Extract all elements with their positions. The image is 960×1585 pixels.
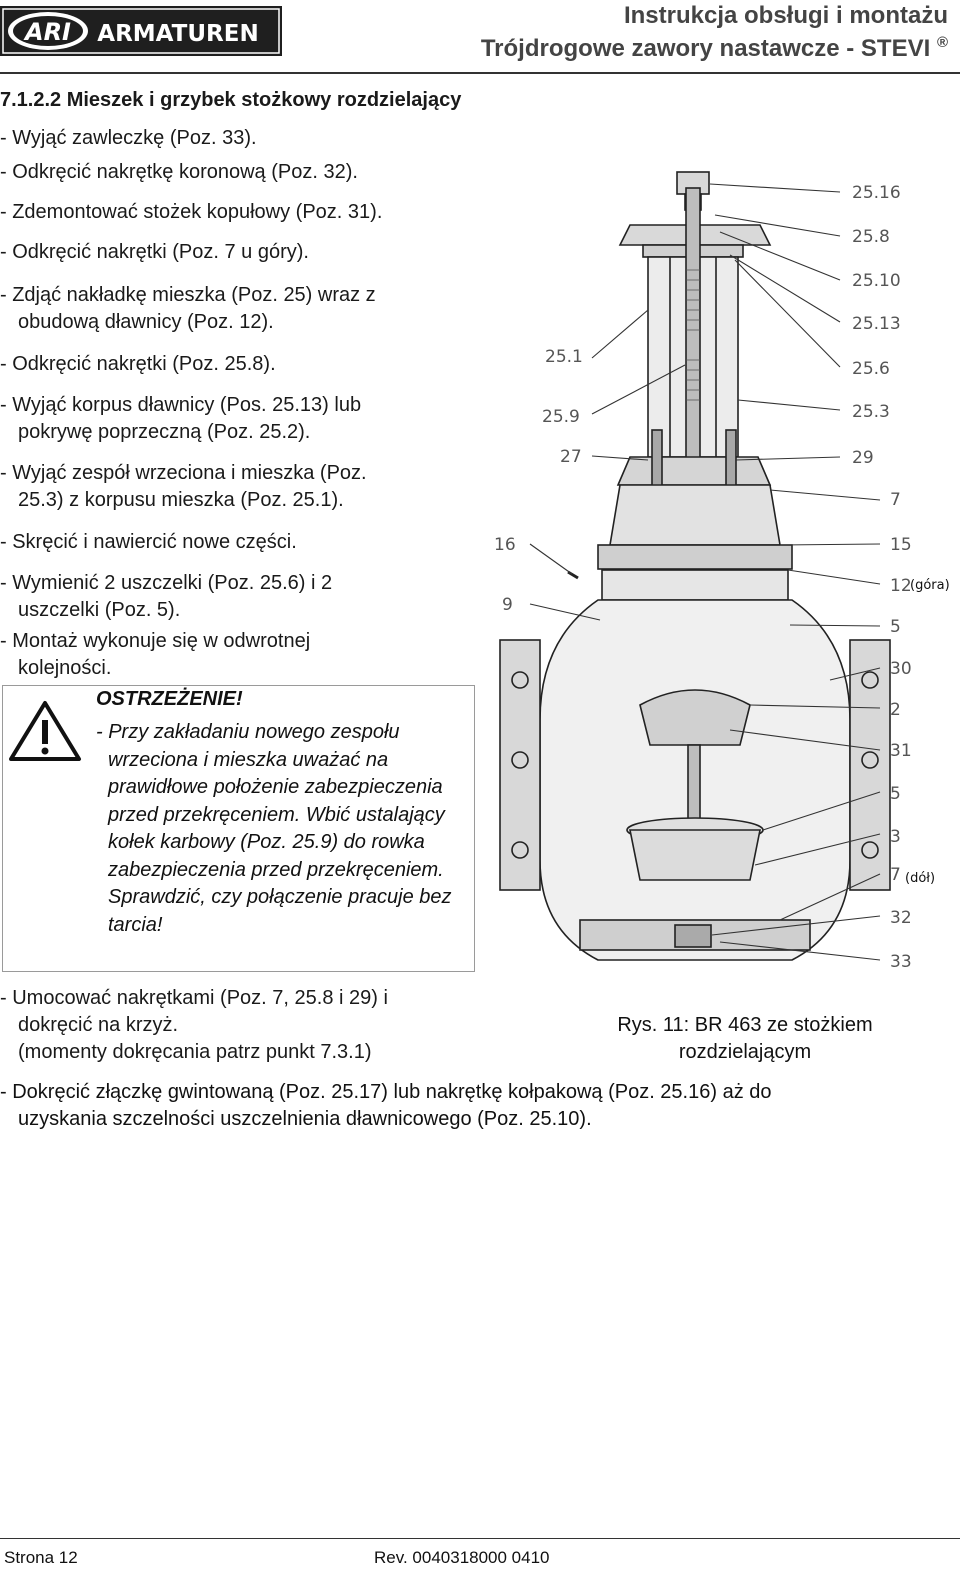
figure-label: 29 (852, 448, 874, 468)
figure-label: 12 (890, 576, 912, 596)
figure-label: 16 (494, 535, 516, 555)
header-divider (0, 72, 960, 74)
figure-label: 25.6 (852, 359, 890, 379)
figure-label: 25.3 (852, 402, 890, 422)
warning-triangle-icon (8, 700, 82, 762)
figure-label: 30 (890, 659, 912, 679)
step-item: - Zdjąć nakładkę mieszka (Poz. 25) wraz … (0, 284, 376, 333)
footer-divider (0, 1538, 960, 1539)
figure-label: 7 (890, 490, 901, 510)
section-heading: 7.1.2.2 Mieszek i grzybek stożkowy rozdz… (0, 89, 462, 111)
revision-number: Rev. 0040318000 0410 (374, 1548, 550, 1567)
figure-label: 33 (890, 952, 912, 972)
figure-label: 5 (890, 784, 901, 804)
document-subtitle: Trójdrogowe zawory nastawcze - STEVI ® (480, 34, 948, 62)
step-item: - Umocować nakrętkami (Poz. 7, 25.8 i 29… (0, 987, 388, 1063)
figure-label: 5 (890, 617, 901, 637)
final-step: - Dokręcić złączkę gwintowaną (Poz. 25.1… (0, 1081, 772, 1130)
figure-label: 32 (890, 908, 912, 928)
logo-brand: ARMATUREN (97, 21, 258, 47)
figure-label: 7 (890, 865, 901, 885)
warning-title: OSTRZEŻENIE! (96, 688, 243, 710)
step-item: - Skręcić i nawiercić nowe części. (0, 531, 297, 553)
figure-label: 3 (890, 827, 901, 847)
registered-mark: ® (936, 34, 948, 51)
document-title: Instrukcja obsługi i montażu (623, 2, 948, 29)
valve-drawing: 25.1 25.9 27 16 9 25.16 25.8 25.10 25.13… (494, 171, 950, 972)
figure-label: 25.9 (542, 407, 580, 427)
figure-label: 25.13 (852, 314, 901, 334)
step-item: - Odkręcić nakrętki (Poz. 25.8). (0, 353, 276, 375)
figure-label: 25.16 (852, 183, 901, 203)
ari-logo: ARI ARMATUREN (0, 6, 282, 56)
warning-box (2, 685, 475, 972)
figure-label: 2 (890, 700, 901, 720)
figure-note-top: (góra) (910, 578, 950, 593)
figure-label: 27 (560, 447, 582, 467)
figure-label: 31 (890, 741, 912, 761)
step-item: - Wyjąć korpus dławnicy (Pos. 25.13) lub… (0, 394, 362, 443)
figure-label: 15 (890, 535, 912, 555)
step-item: - Wyjąć zawleczkę (Poz. 33). (0, 127, 257, 149)
figure-caption: Rys. 11: BR 463 ze stożkiem rozdzielając… (617, 1014, 873, 1063)
figure-note-bottom: (dół) (905, 871, 935, 886)
logo-mark: ARI (23, 18, 71, 46)
figure-label: 25.10 (852, 271, 901, 291)
step-item: - Odkręcić nakrętkę koronową (Poz. 32). (0, 161, 358, 183)
page-number: Strona 12 (4, 1548, 78, 1567)
figure-label: 9 (502, 595, 513, 615)
figure-label: 25.1 (545, 347, 583, 367)
step-item: - Zdemontować stożek kopułowy (Poz. 31). (0, 201, 383, 223)
warning-text: - Przy zakładaniu nowego zespołu wrzecio… (96, 721, 452, 936)
valve-cross-section-figure: 25.1 25.9 27 16 9 25.16 25.8 25.10 25.13… (480, 160, 960, 990)
step-item: - Wyjąć zespół wrzeciona i mieszka (Poz.… (0, 462, 367, 511)
step-item: - Odkręcić nakrętki (Poz. 7 u góry). (0, 241, 309, 263)
figure-label: 25.8 (852, 227, 890, 247)
